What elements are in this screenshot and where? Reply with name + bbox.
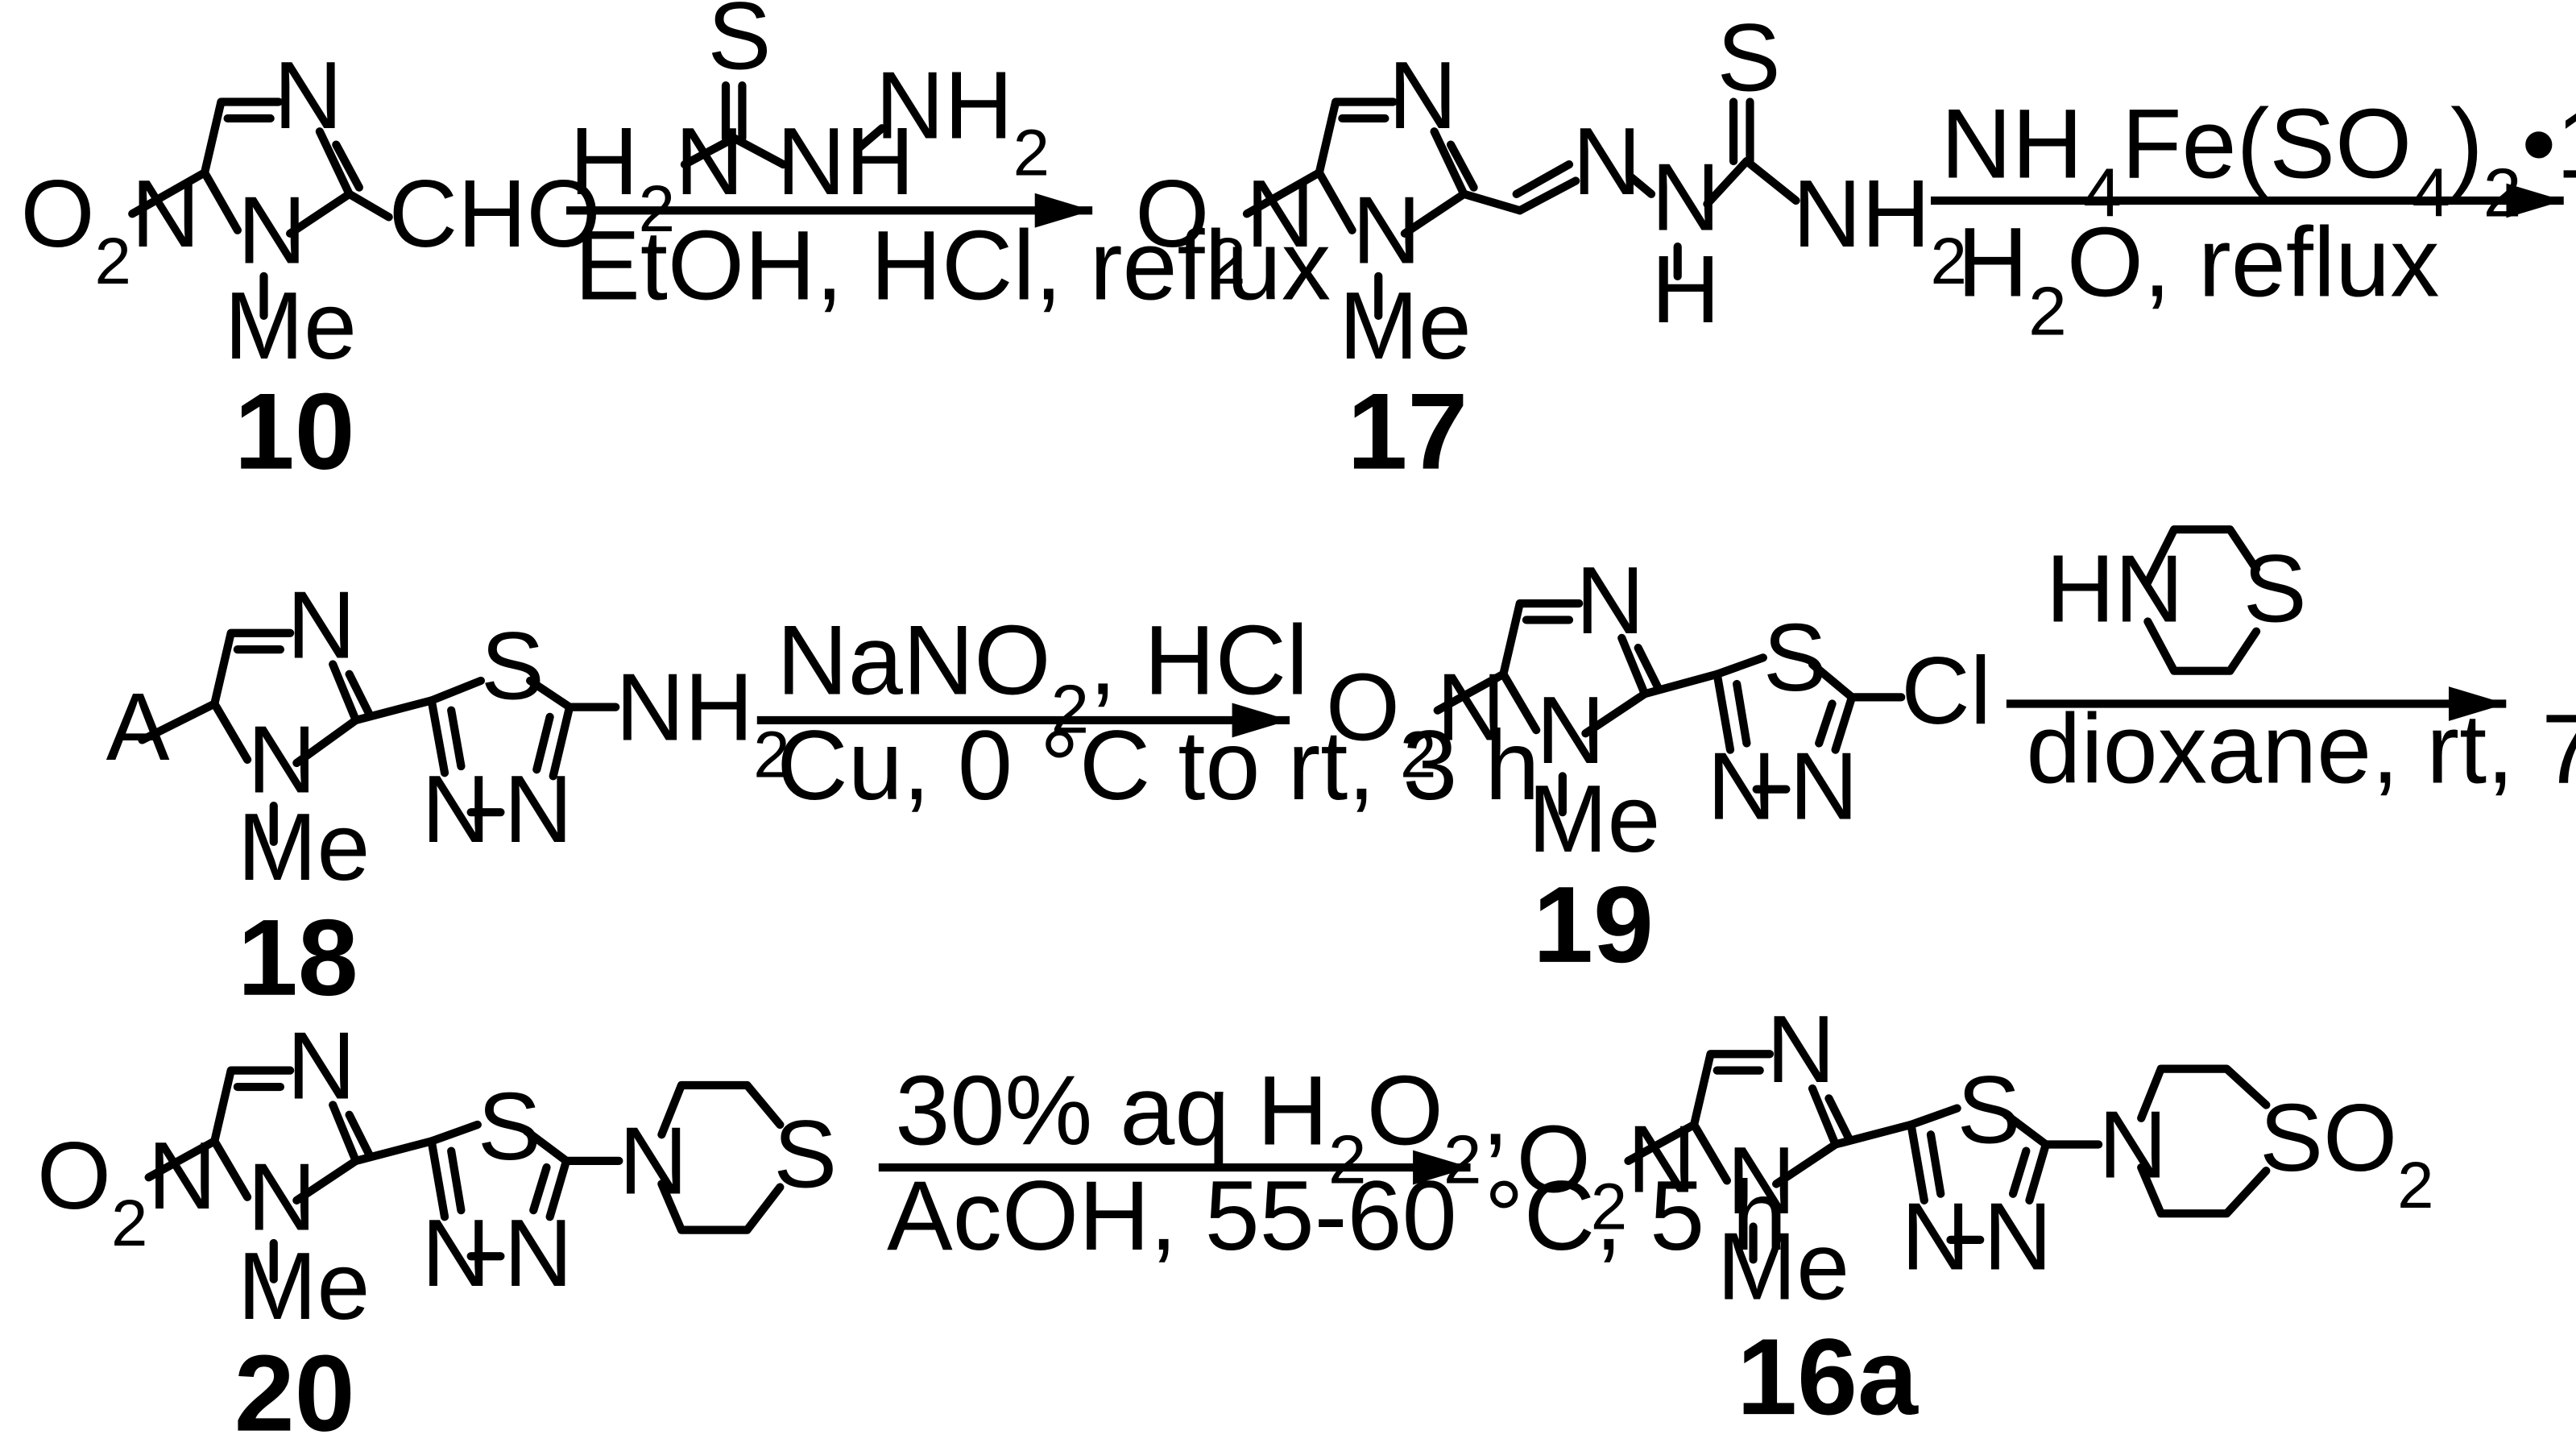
thiomorpholine-structure: HN S — [2046, 525, 2307, 675]
reaction-arrow-3: NaNO2, HCl Cu, 0 °C to rt, 3 h — [756, 604, 1539, 820]
svg-text:Me: Me — [238, 794, 370, 901]
svg-text:Me: Me — [238, 1233, 370, 1340]
aldehyde-group: CHO — [389, 161, 601, 267]
compound-label-20: 20 — [234, 1333, 355, 1447]
svg-text:N: N — [287, 1013, 355, 1119]
reagent-step2-conditions: H2O, reflux — [1957, 206, 2440, 350]
svg-text:O2N: O2N — [37, 1123, 217, 1260]
reagent-step1-conditions: EtOH, HCl, reflux — [574, 209, 1331, 320]
svg-text:N: N — [1572, 109, 1641, 215]
reaction-arrow-4: HN S dioxane, rt, 72 h — [2006, 525, 2576, 803]
compound-17: O2N N N Me N N H S NH2 17 — [1135, 5, 1967, 491]
svg-text:S: S — [1763, 605, 1827, 711]
svg-text:N: N — [1789, 733, 1857, 840]
svg-text:N: N — [1352, 178, 1421, 284]
svg-text:S: S — [478, 1074, 541, 1180]
svg-text:N: N — [287, 572, 355, 678]
svg-text:Me: Me — [1339, 273, 1471, 379]
svg-text:N: N — [503, 757, 572, 863]
svg-text:N: N — [1388, 43, 1456, 149]
svg-text:N: N — [2098, 1092, 2167, 1198]
svg-text:N: N — [1536, 678, 1605, 784]
compound-10: O2N N N Me CHO 10 — [20, 43, 600, 491]
methyl-label: Me — [225, 273, 357, 379]
ring-n1: N — [238, 178, 306, 284]
compound-18: A N N Me S N N NH2 18 — [106, 572, 790, 1018]
svg-text:S: S — [708, 0, 772, 90]
svg-text:Cl: Cl — [1901, 638, 1991, 744]
compound-label-16a: 16a — [1737, 1316, 1919, 1437]
svg-text:Me: Me — [1528, 766, 1660, 873]
svg-text:N: N — [1576, 548, 1644, 654]
svg-text:H: H — [1651, 237, 1720, 343]
compound-label-10: 10 — [234, 371, 355, 492]
reaction-arrow-2: NH4Fe(SO4)2•12H2O H2O, reflux — [1930, 88, 2576, 350]
svg-text:S: S — [481, 613, 545, 719]
compound-label-18: 18 — [238, 897, 358, 1018]
svg-text:SO2: SO2 — [2259, 1085, 2433, 1221]
svg-text:Me: Me — [1717, 1213, 1849, 1320]
svg-text:S: S — [1717, 5, 1781, 111]
svg-text:S: S — [2243, 536, 2307, 642]
nitro-group: O2N — [20, 161, 200, 297]
svg-text:N: N — [619, 1109, 687, 1215]
svg-text:N: N — [247, 1145, 316, 1251]
compound-19: O2N N N Me S N N Cl 19 — [1326, 548, 1991, 985]
compound-label-17: 17 — [1347, 371, 1468, 492]
svg-text:S: S — [1957, 1057, 2021, 1163]
svg-text:N: N — [503, 1200, 572, 1307]
compound-label-19: 19 — [1533, 864, 1654, 985]
compound-20: O2N N N Me S N N N S 20 — [37, 1013, 837, 1447]
reaction-arrow-5: 30% aq H2O2, AcOH, 55-60 °C, 5 h — [878, 1055, 1787, 1271]
svg-text:N: N — [1727, 1128, 1795, 1234]
svg-text:S: S — [773, 1102, 837, 1209]
reagent-step5-conditions: AcOH, 55-60 °C, 5 h — [887, 1160, 1787, 1271]
svg-text:N: N — [1766, 997, 1835, 1103]
svg-text:NH: NH — [777, 109, 914, 215]
svg-text:N: N — [1983, 1184, 2052, 1291]
svg-text:N: N — [247, 707, 316, 814]
reagent-step4-conditions: dioxane, rt, 72 h — [2026, 693, 2576, 803]
ring-n3: N — [274, 43, 342, 149]
reagent-step3-conditions: Cu, 0 °C to rt, 3 h — [777, 710, 1539, 820]
